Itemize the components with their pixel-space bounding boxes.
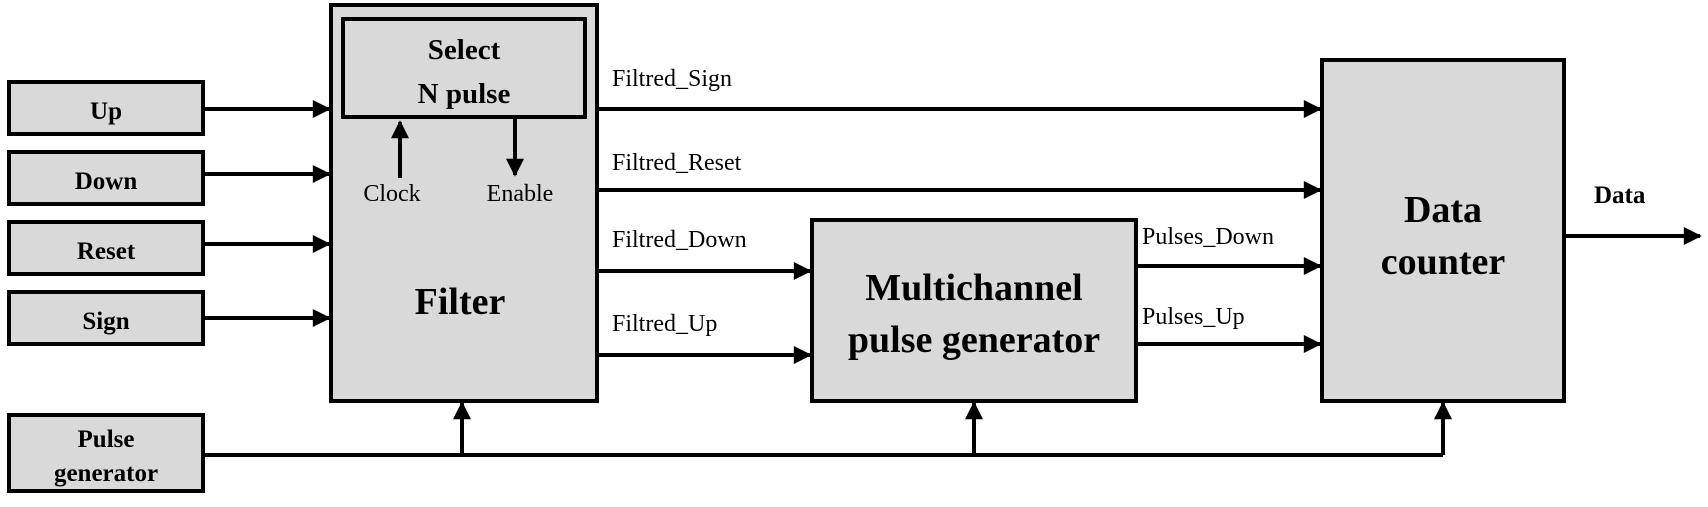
select-label-line1: Select — [428, 34, 501, 66]
filter-block: Select N pulse Clock Enable Filter — [329, 3, 599, 403]
pulse-generator-block: Pulse generator — [7, 413, 205, 493]
input-down-label: Down — [75, 168, 138, 195]
data-counter-label-line1: Data — [1404, 189, 1482, 231]
data-output-label: Data — [1594, 182, 1646, 209]
clock-label: Clock — [363, 181, 420, 207]
filtred-sign-label: Filtred_Sign — [612, 66, 732, 92]
input-up-label: Up — [90, 98, 122, 125]
multichannel-label-line2: pulse generator — [848, 319, 1100, 361]
pulse-generator-label-line2: generator — [54, 460, 158, 487]
filter-title: Filter — [415, 281, 506, 323]
input-sign-block: Sign — [7, 290, 205, 346]
filtred-up-label: Filtred_Up — [612, 311, 717, 337]
data-counter-block: Data counter — [1320, 58, 1566, 403]
input-sign-label: Sign — [82, 308, 129, 335]
pulses-up-label: Pulses_Up — [1142, 304, 1245, 330]
enable-label: Enable — [487, 181, 554, 207]
select-label-line2: N pulse — [418, 78, 511, 110]
input-up-block: Up — [7, 80, 205, 136]
pulses-down-label: Pulses_Down — [1142, 224, 1274, 250]
select-n-pulse-block — [341, 17, 587, 119]
filtred-down-label: Filtred_Down — [612, 227, 747, 253]
pulse-generator-label-line1: Pulse — [78, 426, 135, 453]
data-counter-label-line2: counter — [1381, 241, 1506, 283]
input-reset-label: Reset — [77, 238, 136, 265]
multichannel-label-line1: Multichannel — [865, 267, 1082, 309]
filtred-reset-label: Filtred_Reset — [612, 150, 742, 176]
input-reset-block: Reset — [7, 220, 205, 276]
input-down-block: Down — [7, 150, 205, 206]
multichannel-pulse-generator-block: Multichannel pulse generator — [810, 218, 1138, 403]
